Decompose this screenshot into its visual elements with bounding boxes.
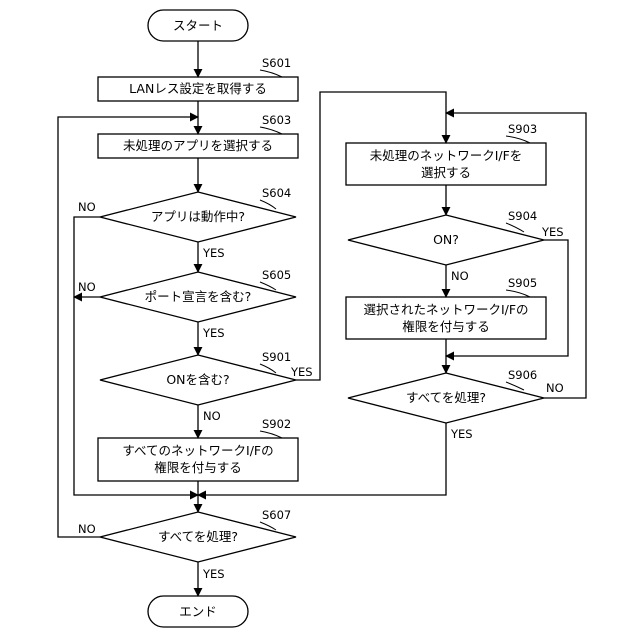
step-label-s901: S901 (262, 350, 291, 364)
step-leader-s604 (260, 200, 276, 209)
s604-label: アプリは動作中? (151, 209, 245, 224)
s607-yes-label: YES (202, 567, 225, 581)
step-label-s904: S904 (508, 209, 537, 223)
s904-label: ON? (433, 232, 459, 247)
step-label-s903: S903 (508, 122, 537, 136)
step-label-s607: S607 (262, 508, 291, 522)
start-label: スタート (173, 18, 223, 33)
step-label-s603: S603 (262, 113, 291, 127)
s903-label-line1: 未処理のネットワークI/Fを (370, 148, 523, 163)
s905-label-line1: 選択されたネットワークI/Fの (363, 302, 528, 317)
s901-yes-label: YES (290, 365, 313, 379)
step-leader-s603 (260, 127, 282, 134)
s904-yes-label: YES (541, 225, 564, 239)
s604-no-label: NO (78, 200, 96, 214)
step-leader-s903 (506, 136, 530, 143)
step-leader-s905 (506, 290, 530, 297)
end-label: エンド (179, 604, 217, 619)
s906-yes-label: YES (450, 427, 473, 441)
step-label-s604: S604 (262, 186, 291, 200)
step-leader-s902 (260, 431, 282, 438)
step-label-s902: S902 (262, 417, 291, 431)
step-label-s605: S605 (262, 268, 291, 282)
step-label-s905: S905 (508, 276, 537, 290)
s906-label: すべてを処理? (406, 390, 486, 405)
s603-label: 未処理のアプリを選択する (123, 138, 273, 153)
s902-label-line2: 権限を付与する (154, 460, 242, 475)
s607-no-label: NO (78, 522, 96, 536)
s902-label-line1: すべてのネットワークI/Fの (122, 443, 273, 458)
s605-yes-label: YES (202, 326, 225, 340)
s607-label: すべてを処理? (158, 529, 238, 544)
s605-label: ポート宣言を含む? (145, 289, 252, 304)
s904-no-label: NO (451, 269, 469, 283)
s605-no-label: NO (78, 280, 96, 294)
s601-label: LANレス設定を取得する (129, 81, 267, 96)
s604-yes-label: YES (202, 246, 225, 260)
step-label-s601: S601 (262, 56, 291, 70)
step-label-s906: S906 (508, 368, 537, 382)
s901-label: ONを含む? (166, 372, 229, 387)
s901-no-label: NO (203, 409, 221, 423)
s905-label-line2: 権限を付与する (402, 319, 490, 334)
step-leader-s601 (260, 70, 282, 77)
s903-label-line2: 選択する (421, 165, 471, 180)
s906-no-label: NO (546, 381, 564, 395)
